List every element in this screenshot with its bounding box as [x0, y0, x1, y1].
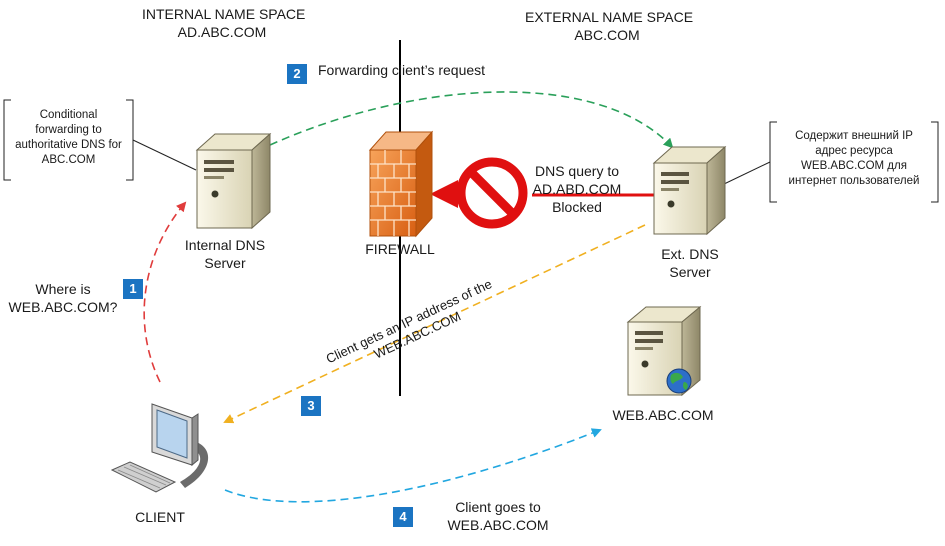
web-server-label: WEB.ABC.COM — [612, 407, 714, 423]
step-3-badge: 3 — [301, 396, 321, 416]
note-external-line-4: интернет пользователей — [788, 175, 920, 187]
step-4-badge: 4 — [393, 507, 413, 527]
step-2-text: Forwarding client’s request — [318, 62, 486, 78]
internal-space-title: INTERNAL NAME SPACE — [142, 6, 306, 22]
arrow-step-4 — [224, 428, 602, 503]
globe-icon — [666, 368, 692, 394]
note-internal-line-2: forwarding to — [35, 124, 102, 136]
step-4-text: Client goes to WEB.ABC.COM — [430, 498, 566, 534]
note-internal: Conditional forwarding to authoritative … — [11, 108, 126, 168]
blocked-query-text: DNS query to AD.ABD.COM Blocked — [522, 162, 632, 216]
external-dns-label: Ext. DNS Server — [648, 245, 732, 281]
step-1-text: Where is WEB.ABC.COM? — [4, 280, 122, 316]
step-4-line-1: Client goes to — [455, 499, 541, 515]
internal-space-domain: AD.ABC.COM — [177, 24, 267, 40]
step-3-text: Client gets an IP address of the WEB.ABC… — [324, 275, 505, 381]
note-internal-line-3: authoritative DNS for — [15, 139, 122, 151]
note-external-bracket — [721, 121, 939, 203]
blocked-query-line-3: Blocked — [552, 199, 602, 215]
note-external: Содержит внешний IP адрес ресурса WEB.AB… — [777, 129, 931, 189]
blocked-arrowhead — [430, 180, 458, 208]
client-computer-icon — [110, 403, 209, 493]
note-external-line-3: WEB.ABC.COM для — [801, 160, 907, 172]
step-2-badge: 2 — [287, 64, 307, 84]
internal-dns-label-line-2: Server — [204, 255, 246, 271]
note-internal-line-1: Conditional — [39, 109, 98, 121]
internal-dns-server-icon — [195, 132, 272, 230]
external-dns-label-line-1: Ext. DNS — [661, 246, 719, 262]
firewall-icon — [368, 130, 434, 238]
external-space-heading: EXTERNAL NAME SPACE ABC.COM — [525, 8, 694, 44]
external-dns-label-line-2: Server — [669, 264, 711, 280]
blocked-query-line-2: AD.ABD.COM — [532, 181, 622, 197]
note-external-line-2: адрес ресурса — [815, 145, 893, 157]
internal-dns-label-line-1: Internal DNS — [184, 237, 266, 253]
arrow-step-1 — [143, 201, 187, 383]
external-dns-server-icon — [652, 145, 727, 236]
firewall-label: FIREWALL — [365, 241, 435, 257]
external-space-domain: ABC.COM — [574, 27, 640, 43]
step-3-line-1: Client gets an IP address of the — [324, 276, 495, 366]
internal-dns-label: Internal DNS Server — [180, 236, 270, 272]
client-label: CLIENT — [135, 509, 185, 525]
step-1-line-2: WEB.ABC.COM? — [8, 299, 118, 315]
step-4-line-2: WEB.ABC.COM — [447, 517, 549, 533]
note-internal-bracket — [3, 99, 197, 181]
internal-space-heading: INTERNAL NAME SPACE AD.ABC.COM — [142, 5, 306, 41]
prohibited-icon — [456, 157, 528, 229]
step-1-badge: 1 — [123, 279, 143, 299]
step-1-line-1: Where is — [35, 281, 91, 297]
note-external-line-1: Содержит внешний IP — [795, 130, 913, 142]
arrow-step-2 — [269, 91, 674, 149]
external-space-title: EXTERNAL NAME SPACE — [525, 9, 694, 25]
note-internal-line-4: ABC.COM — [41, 154, 96, 166]
blocked-query-line-1: DNS query to — [534, 163, 620, 179]
